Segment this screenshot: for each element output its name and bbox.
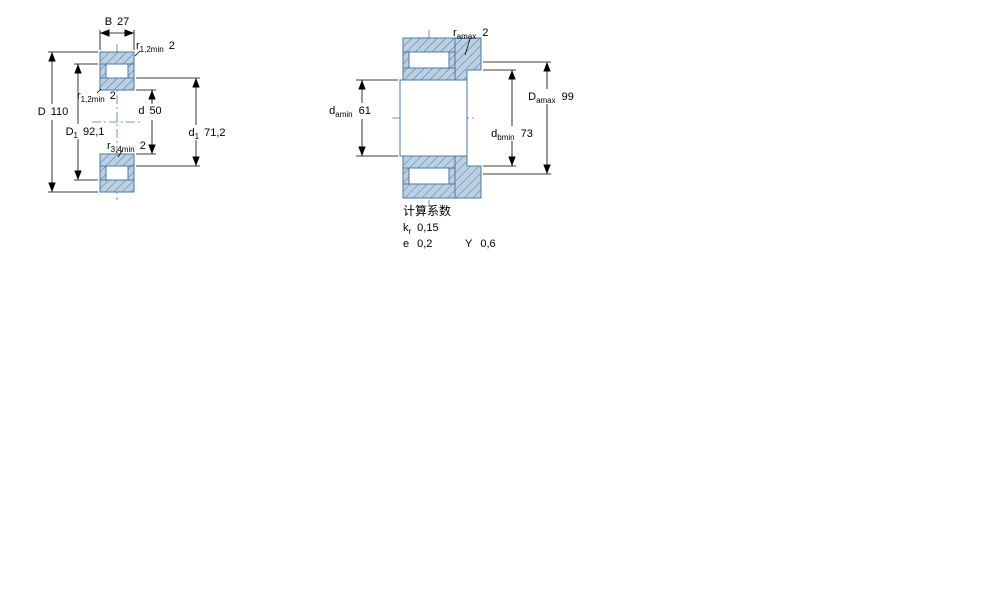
abutment-ring-lower — [454, 155, 482, 199]
mounted-section-lower — [402, 155, 482, 199]
outer-ring-flange-left-upper — [99, 63, 107, 79]
roller-upper — [105, 63, 129, 79]
outer-ring-lower — [99, 179, 135, 193]
outer-ring-upper-right — [402, 37, 456, 53]
roller-lower-right — [408, 167, 450, 185]
bearing-section-lower — [99, 153, 135, 193]
inner-ring-lower-right — [402, 155, 456, 169]
shaft — [399, 79, 468, 157]
outer-ring-upper — [99, 51, 135, 65]
flange-right-lower-right — [448, 167, 456, 185]
inner-ring-flange-right-lower — [127, 165, 135, 181]
roller-upper-right — [408, 51, 450, 69]
outer-ring-flange-left-lower — [99, 165, 107, 181]
roller-lower — [105, 165, 129, 181]
bearing-section-upper — [99, 51, 135, 91]
outer-ring-lower-right — [402, 183, 456, 199]
flange-left-upper-right — [402, 51, 410, 69]
inner-ring-lower — [99, 153, 135, 167]
flange-left-lower-right — [402, 167, 410, 185]
calculation-factors-title: 计算系数 — [403, 203, 451, 218]
mounted-section-upper — [402, 37, 482, 81]
abutment-ring-upper — [454, 37, 482, 81]
flange-right-upper-right — [448, 51, 456, 69]
inner-ring-flange-right-upper — [127, 63, 135, 79]
inner-ring-upper-right — [402, 67, 456, 81]
inner-ring-upper — [99, 77, 135, 91]
